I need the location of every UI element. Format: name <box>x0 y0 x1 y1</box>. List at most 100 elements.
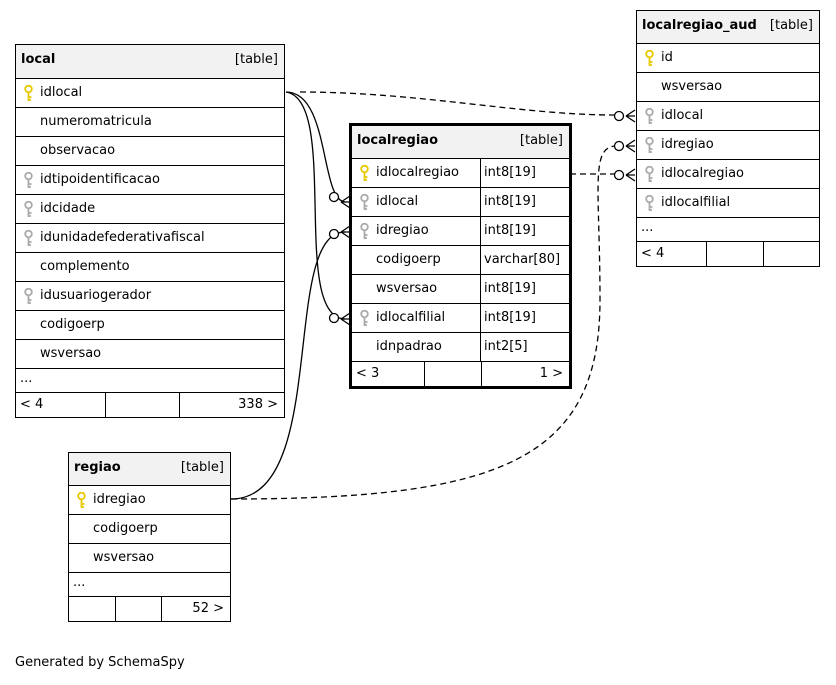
column-name: codigoerp <box>376 252 441 267</box>
column-name: idlocal <box>376 194 419 209</box>
footer-children-count: < 3 <box>356 366 380 381</box>
footer-row-count: 338 > <box>238 397 278 412</box>
column-row[interactable]: idnpadrao int2[5] <box>352 333 569 362</box>
column-type: int8[19] <box>484 281 536 296</box>
column-row[interactable]: codigoerp <box>69 515 230 544</box>
link-end-marker <box>328 228 340 240</box>
column-name: wsversao <box>661 79 723 94</box>
fk-key-icon <box>645 194 654 212</box>
column-type: int8[19] <box>484 223 536 238</box>
table-local[interactable]: local [table] idlocal numeromatricula obse… <box>15 44 285 418</box>
crowfoot-marker <box>340 225 351 239</box>
table-footer: 52 > <box>69 597 230 621</box>
column-name: idlocalregiao <box>376 165 459 180</box>
pk-key-icon <box>77 491 86 509</box>
table-name: regiao <box>74 460 121 475</box>
table-kind: [table] <box>769 18 813 33</box>
column-row[interactable]: idlocalfilial int8[19] <box>352 304 569 333</box>
column-row[interactable]: codigoerp varchar[80] <box>352 246 569 275</box>
column-name: idlocal <box>40 85 83 100</box>
column-name: idusuariogerador <box>40 288 152 303</box>
column-row[interactable]: wsversao <box>16 340 284 369</box>
column-row[interactable]: codigoerp <box>16 311 284 340</box>
column-type: varchar[80] <box>484 252 561 267</box>
column-name: idlocal <box>661 108 704 123</box>
column-row[interactable]: idregiao int8[19] <box>352 217 569 246</box>
footer-row-count: 1 > <box>539 366 563 381</box>
crowfoot-marker <box>340 312 351 326</box>
column-row[interactable]: wsversao <box>69 544 230 573</box>
more-columns: ... <box>69 573 230 597</box>
column-name: wsversao <box>40 346 102 361</box>
column-name: idregiao <box>376 223 429 238</box>
column-row[interactable]: idlocalregiao <box>637 160 819 189</box>
table-localregiao-aud[interactable]: localregiao_aud [table] id wsversao idloca… <box>636 10 820 267</box>
column-name: wsversao <box>376 281 438 296</box>
column-type: int2[5] <box>484 339 528 354</box>
column-row[interactable]: observacao <box>16 137 284 166</box>
column-name: complemento <box>40 259 130 274</box>
column-row[interactable]: idlocalfilial <box>637 189 819 218</box>
column-name: observacao <box>40 143 116 158</box>
fk-key-icon <box>24 171 33 189</box>
column-name: idregiao <box>93 492 146 507</box>
table-header[interactable]: local [table] <box>16 45 284 79</box>
fk-key-icon <box>360 222 369 240</box>
link-local-localregiao-idlocalfilial <box>285 91 346 320</box>
column-name: idlocalfilial <box>376 310 446 325</box>
fk-key-icon <box>24 200 33 218</box>
table-kind: [table] <box>519 133 563 148</box>
table-header[interactable]: regiao [table] <box>69 453 230 486</box>
column-row[interactable]: wsversao <box>637 73 819 102</box>
link-regiao-localregiao-idregiao <box>230 231 346 500</box>
column-name: idcidade <box>40 201 96 216</box>
column-name: idlocalregiao <box>661 166 744 181</box>
fk-key-icon <box>24 229 33 247</box>
column-row[interactable]: idregiao <box>69 486 230 515</box>
column-row[interactable]: wsversao int8[19] <box>352 275 569 304</box>
pk-key-icon <box>24 84 33 102</box>
link-end-marker <box>328 312 340 324</box>
column-row[interactable]: idtipoidentificacao <box>16 166 284 195</box>
column-type: int8[19] <box>484 194 536 209</box>
column-row[interactable]: idlocal <box>637 102 819 131</box>
column-name: idregiao <box>661 137 714 152</box>
table-name: localregiao <box>357 133 439 148</box>
column-row[interactable]: idcidade <box>16 195 284 224</box>
more-columns: ... <box>16 369 284 393</box>
column-row[interactable]: idlocal <box>16 79 284 108</box>
column-row[interactable]: idregiao <box>637 131 819 160</box>
footer-row-count: 52 > <box>192 601 224 616</box>
fk-key-icon <box>645 165 654 183</box>
column-type: int8[19] <box>484 165 536 180</box>
column-row[interactable]: idusuariogerador <box>16 282 284 311</box>
table-kind: [table] <box>180 460 224 475</box>
table-footer: < 4 <box>637 242 819 266</box>
column-name: idnpadrao <box>376 339 442 354</box>
link-local-localregiao-idlocal <box>285 91 346 203</box>
column-row[interactable]: idlocal int8[19] <box>352 188 569 217</box>
table-name: localregiao_aud <box>642 18 757 33</box>
crowfoot-marker <box>340 195 351 209</box>
crowfoot-marker <box>625 109 636 123</box>
column-type: int8[19] <box>484 310 536 325</box>
link-end-marker <box>613 140 625 152</box>
table-header[interactable]: localregiao_aud [table] <box>637 11 819 44</box>
crowfoot-marker <box>625 168 636 182</box>
column-row[interactable]: idunidadefederativafiscal <box>16 224 284 253</box>
table-header[interactable]: localregiao [table] <box>352 126 569 159</box>
column-row[interactable]: idlocalregiao int8[19] <box>352 159 569 188</box>
fk-key-icon <box>24 287 33 305</box>
column-name: numeromatricula <box>40 114 152 129</box>
table-footer: < 3 1 > <box>352 362 569 386</box>
column-name: idunidadefederativafiscal <box>40 230 205 245</box>
link-end-marker <box>328 191 340 203</box>
table-localregiao[interactable]: localregiao [table] idlocalregiao int8[19… <box>349 123 572 389</box>
column-row[interactable]: numeromatricula <box>16 108 284 137</box>
column-row[interactable]: complemento <box>16 253 284 282</box>
column-name: idtipoidentificacao <box>40 172 160 187</box>
table-name: local <box>21 52 56 67</box>
column-row[interactable]: id <box>637 44 819 73</box>
